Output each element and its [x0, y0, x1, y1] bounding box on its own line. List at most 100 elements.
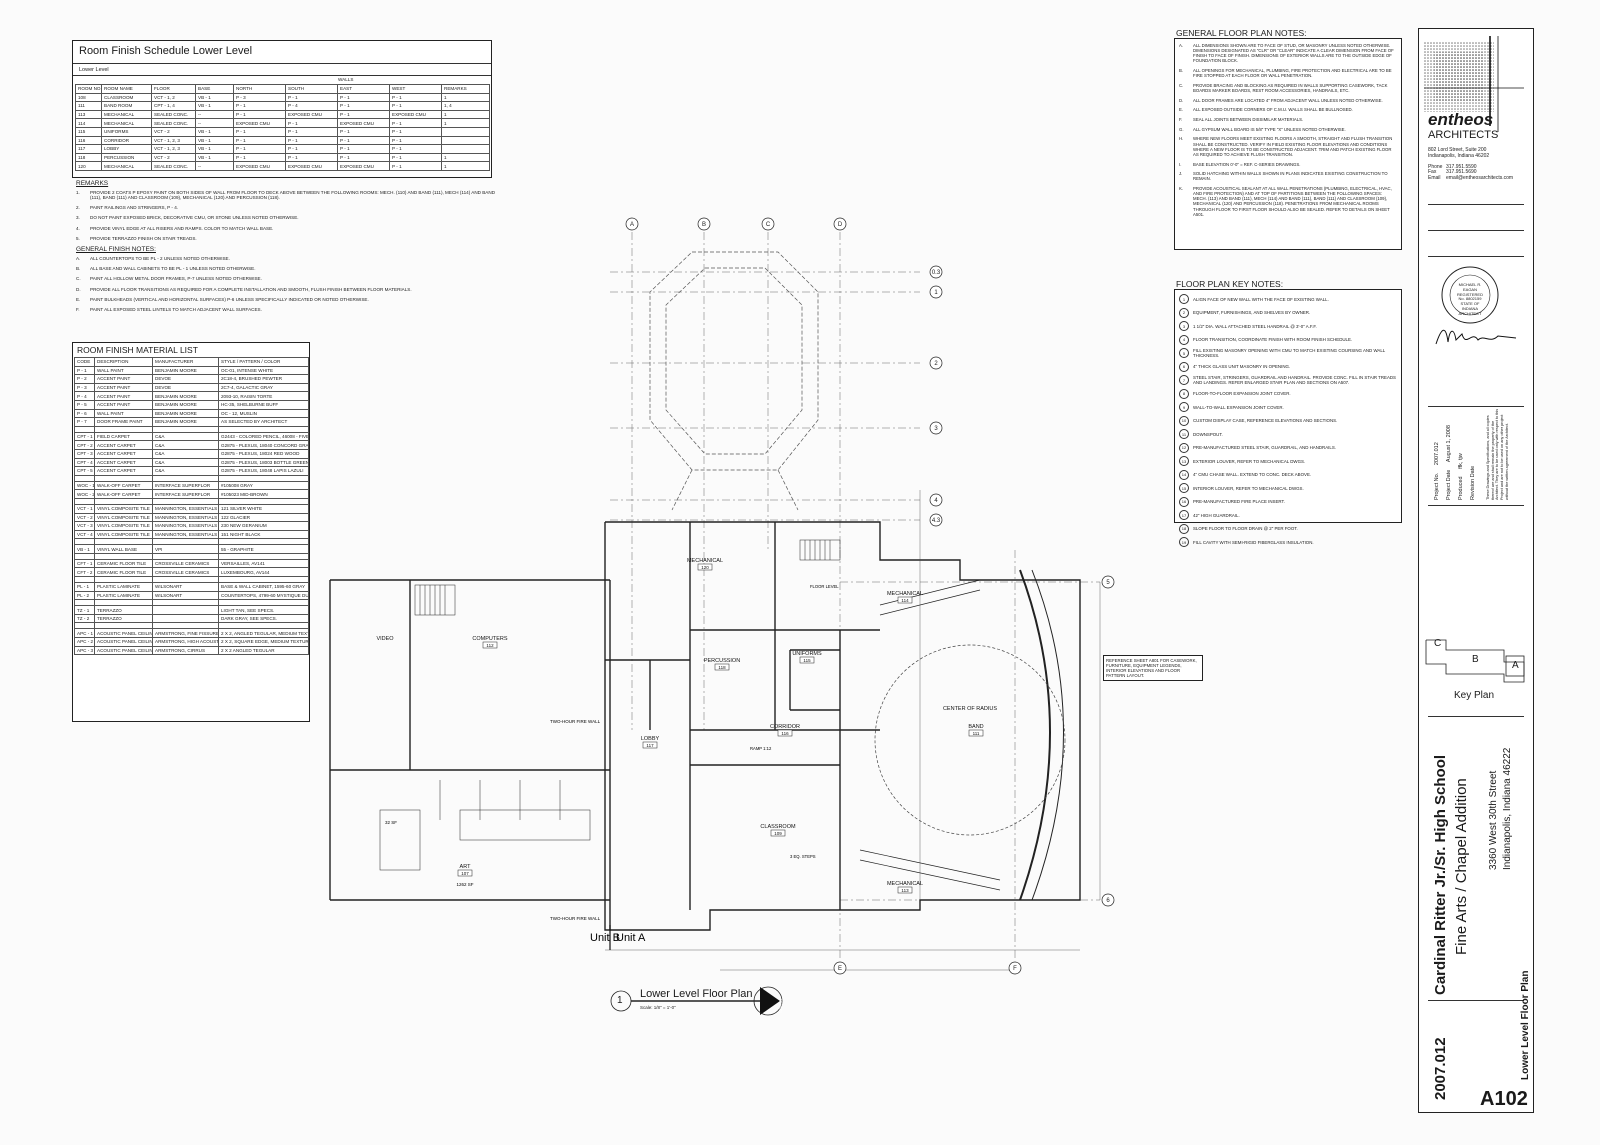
- general-finish-title: GENERAL FINISH NOTES:: [76, 245, 156, 253]
- remark-item: 1. PROVIDE 2 COATS P EPOXY PAINT ON BOTH …: [76, 190, 496, 200]
- project-date-row: Project Date August 1, 2008: [1446, 425, 1452, 500]
- key-note-number: 19: [1179, 537, 1189, 547]
- remark-number: 4.: [76, 225, 80, 231]
- table-cell: VB - 1: [195, 126, 234, 137]
- table-cell: INTERFACE SUPERFLOR: [152, 480, 219, 491]
- table-cell: BENJAMIN MOORE: [152, 408, 219, 419]
- key-note-text: 42" HIGH GUARDRAIL.: [1193, 512, 1240, 518]
- note-text: PROVIDE BRACING AND BLOCKING AS REQUIRED…: [1193, 82, 1388, 94]
- table-cell: P - 1: [285, 118, 338, 128]
- table-cell: P - 1: [337, 144, 390, 154]
- table-cell: G2443 - COLORED PENCIL, 46008 - FIVE FLI…: [218, 431, 309, 442]
- grid-bubble-top-C-circle: [761, 217, 775, 231]
- table-cell: 117: [75, 144, 102, 154]
- schedule-header-cell: SOUTH: [285, 84, 338, 94]
- key-note-text: 4" THICK GLASS UNIT MASONRY IN OPENING.: [1193, 364, 1291, 369]
- room-number-box: [697, 563, 713, 571]
- table-cell: CPT - 1, 4: [151, 101, 196, 111]
- note-text: PROVIDE ACOUSTICAL SEALANT AT ALL WALL P…: [1193, 185, 1392, 217]
- room-number: 107: [461, 871, 469, 876]
- table-cell: ACCENT CARPET: [94, 466, 153, 476]
- note-text: ALL OPENINGS FOR MECHANICAL, PLUMBING, F…: [1193, 68, 1392, 79]
- note-text: ALL BASE AND WALL CABINETS TO BE PL - 1 …: [90, 266, 256, 272]
- table-cell: P - 4: [74, 391, 95, 401]
- table-cell: CFT - 1: [74, 558, 95, 569]
- revision-row: Revision Date: [1470, 465, 1476, 500]
- general-finish-note: C.PAINT ALL HOLLOW METAL DOOR FRAMES, P-…: [76, 276, 496, 281]
- table-cell: 2093-10, RAISIN TORTE: [218, 391, 309, 401]
- group-spacer: [74, 538, 309, 546]
- project-number-row: Project No. 2007.012: [1434, 442, 1440, 500]
- general-finish-note: E.PAINT BULKHEADS (VERTICAL AND HORIZONT…: [76, 297, 496, 302]
- room-number: 114: [901, 598, 909, 603]
- note-text: PAINT ALL HOLLOW METAL DOOR FRAMES, P-7 …: [90, 276, 262, 282]
- table-cell: C&A: [152, 431, 219, 442]
- table-cell: 118: [75, 152, 102, 163]
- grid-bubble-top-C-text: C: [766, 222, 771, 228]
- general-finish-note: F.PAINT ALL EXPOSED STEEL LINTELS TO MAT…: [76, 307, 496, 312]
- note-text: ALL DOOR FRAMES ARE LOCATED 4" FROM ADJA…: [1193, 97, 1383, 103]
- note-letter: J.: [1179, 171, 1183, 177]
- table-cell: 115: [75, 126, 102, 137]
- material-header-cell: CODE: [74, 357, 95, 367]
- table-cell: BENJAMIN MOORE: [152, 391, 219, 401]
- table-cell: P - 1: [389, 135, 442, 146]
- remark-number: 5.: [76, 235, 80, 241]
- remark-number: 1.: [76, 190, 80, 195]
- table-cell: BENJAMIN MOORE: [152, 399, 219, 410]
- room-number-box: [897, 596, 913, 604]
- table-cell: PLASTIC LAMINATE: [94, 590, 153, 601]
- key-note-text: 1 1/2" DIA. WALL ATTACHED STEEL HANDRAIL…: [1193, 323, 1317, 329]
- art-area-label: 1262 SF: [456, 882, 473, 887]
- grid-bubble-right-6-circle: [1101, 893, 1115, 907]
- table-cell: VCT - 1: [74, 503, 95, 514]
- floor-level-label: FLOOR LEVEL: [810, 584, 839, 589]
- table-cell: SEALED CONC.: [151, 118, 196, 128]
- table-cell: --: [195, 161, 234, 171]
- note-text: SEAL ALL JOINTS BETWEEN DISSIMILAR MATER…: [1193, 117, 1304, 123]
- table-cell: 1: [441, 161, 490, 171]
- table-cell: P - 5: [74, 399, 95, 410]
- table-cell: 122 GLACIER: [218, 512, 309, 523]
- table-cell: G2875 - PLEXUS, 18024 RED WOOD: [218, 448, 309, 459]
- key-note-text: FLOOR TRANSITION, COORDINATE FINISH WITH…: [1193, 337, 1353, 342]
- material-header-cell: STYLE / PATTERN / COLOR: [218, 357, 309, 367]
- seal-graphic: [1441, 266, 1499, 324]
- fire-wall-label-1: TWO-HOUR FIRE WALL: [550, 719, 601, 724]
- general-finish-note: D.PROVIDE ALL FLOOR TRANSITIONS AS REQUI…: [76, 287, 496, 292]
- table-cell: FIELD CARPET: [94, 431, 153, 442]
- table-cell: G2875 - PLEXUS, 18003 BOTTLE GREEN: [218, 457, 309, 468]
- remark-text: PROVIDE TERRAZZO FINISH ON STAIR TREADS.: [90, 235, 197, 241]
- key-note-number: 18: [1179, 523, 1189, 534]
- table-cell: P - 2: [74, 374, 95, 384]
- grid-bubble-bottom-E-circle: [833, 961, 847, 975]
- grid-bubble-right-0.3-text: 0.3: [932, 270, 941, 276]
- remark-text: PROVIDE 2 COATS P EPOXY PAINT ON BOTH SI…: [90, 190, 496, 200]
- table-cell: P - 4: [285, 101, 338, 111]
- key-plan-graphic: [1425, 639, 1525, 683]
- room-label: COMPUTERS: [472, 636, 507, 642]
- table-cell: OC - 12, MUSLIN: [218, 408, 309, 419]
- table-cell: 2 X 2, ANGLED TEGULAR, MEDIUM TEXTURE: [218, 628, 309, 639]
- remark-item: 3.DO NOT PAINT EXPOSED BRICK, DECORATIVE…: [76, 215, 496, 220]
- spacer-cell: [218, 425, 309, 433]
- table-cell: P - 1: [337, 109, 390, 120]
- table-cell: WALK-OFF CARPET: [94, 480, 153, 491]
- table-cell: P - 1: [337, 152, 390, 163]
- table-cell: VB - 1: [195, 152, 234, 163]
- addition-name: Fine Arts / Chapel Addition: [1453, 778, 1470, 955]
- key-note-number: 2: [1179, 307, 1189, 318]
- table-cell: 151 NIGHT BLACK: [218, 529, 309, 540]
- table-cell: ARMSTRONG, CIRRUS: [152, 645, 219, 656]
- table-cell: MANNINGTON, ESSENTIALS: [152, 529, 219, 540]
- grid-bubble-right-4.3-text: 4.3: [932, 518, 941, 524]
